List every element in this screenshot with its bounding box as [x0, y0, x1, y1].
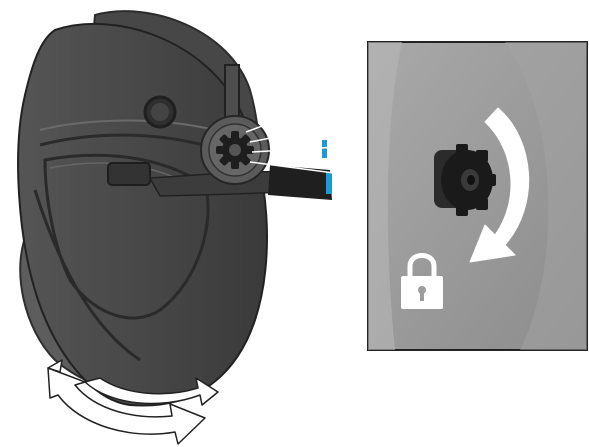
knob-zoomed — [434, 144, 496, 216]
front-grip — [108, 163, 150, 185]
blue-marker-top — [322, 140, 327, 158]
blue-marker-bottom — [326, 172, 332, 194]
callout-lines — [246, 85, 372, 178]
adjust-knob — [216, 131, 254, 169]
zoom-inset — [368, 42, 587, 350]
